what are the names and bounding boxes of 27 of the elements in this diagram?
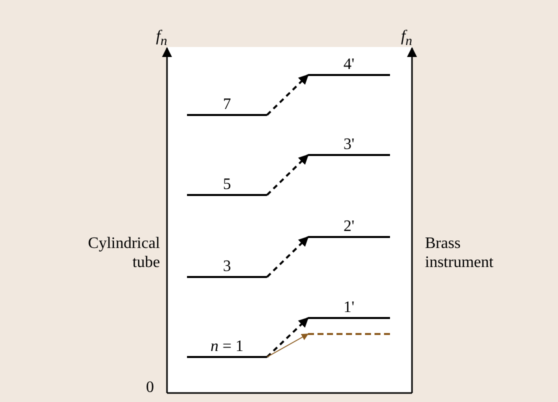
arrow <box>266 74 309 116</box>
axis-label: Brass instrument <box>425 234 494 272</box>
energy-level-line <box>308 136 390 156</box>
level-label: 5 <box>223 176 231 194</box>
energy-level-line <box>308 218 390 238</box>
axis-label: Cylindrical tube <box>87 234 160 272</box>
level-label: 2' <box>344 218 354 236</box>
energy-level-line <box>187 96 267 116</box>
level-label: 3' <box>344 136 354 154</box>
energy-level-line <box>187 258 267 278</box>
arrow <box>266 317 309 358</box>
arrow <box>266 154 309 196</box>
level-label: 4' <box>344 56 354 74</box>
arrow <box>266 334 309 358</box>
arrow <box>266 236 309 278</box>
axis-label: f$_{n}$ <box>401 27 414 50</box>
energy-level-line <box>187 338 267 358</box>
level-label: 1' <box>344 299 354 317</box>
level-label: n = 1 <box>210 338 244 356</box>
energy-level-line <box>187 176 267 196</box>
dashed-level-line <box>308 333 390 335</box>
energy-level-line <box>308 299 390 319</box>
axis-tick-label: 0 <box>146 378 155 397</box>
energy-level-line <box>308 56 390 76</box>
axis-label: f$_{n}$ <box>156 27 168 50</box>
level-label: 3 <box>223 258 231 276</box>
level-label: 7 <box>223 96 231 114</box>
